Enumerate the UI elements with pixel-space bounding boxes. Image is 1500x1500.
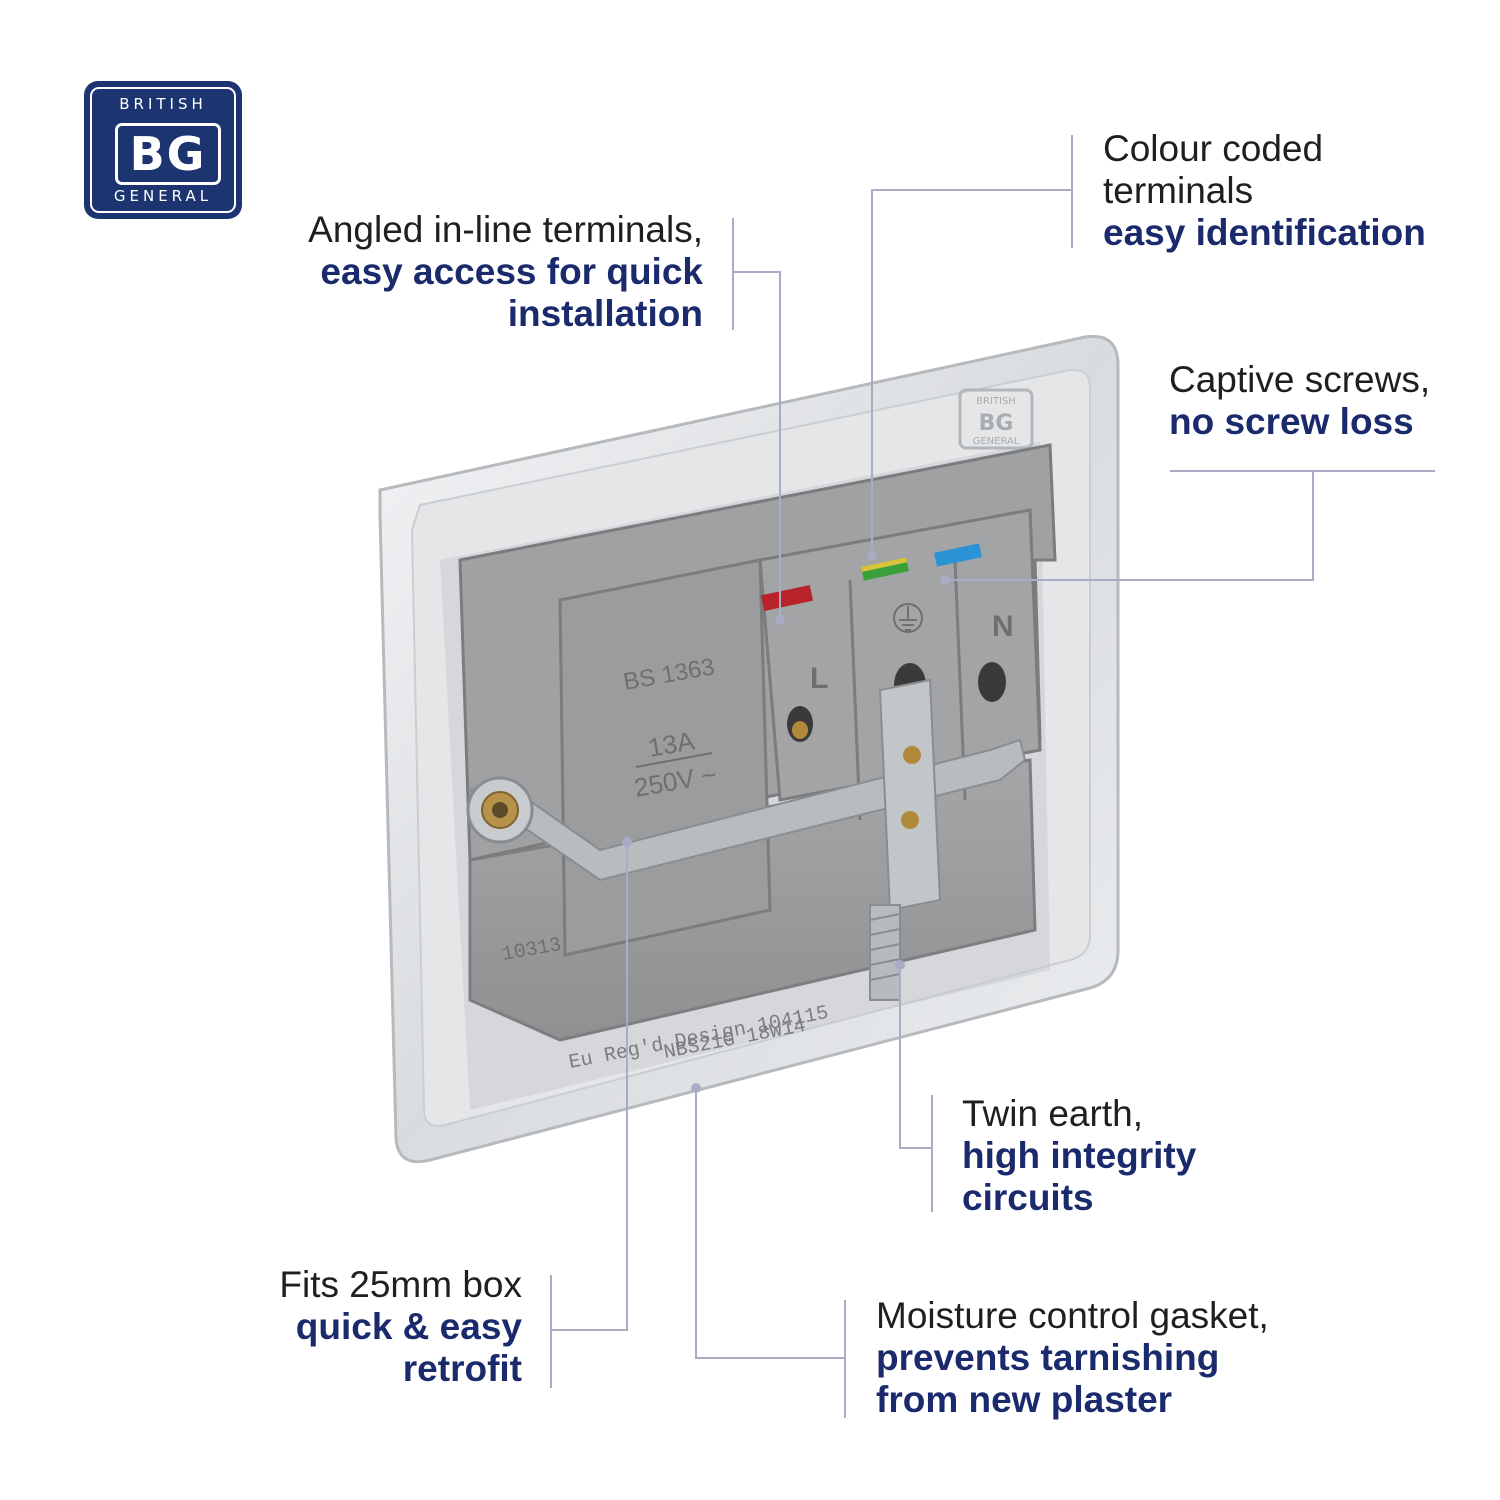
- plate-logo-bottom: GENERAL: [973, 436, 1020, 447]
- callout-twin-earth: Twin earth, high integrity circuits: [962, 1093, 1196, 1219]
- logo-mark: BG: [115, 123, 221, 185]
- callout-highlight: easy access for quick: [320, 251, 703, 292]
- callout-angled-terminals: Angled in-line terminals, easy access fo…: [308, 209, 703, 335]
- logo-top-text: BRITISH: [119, 95, 207, 113]
- callout-highlight: from new plaster: [876, 1379, 1173, 1420]
- callout-highlight: installation: [507, 293, 703, 334]
- neutral-terminal-marker: [934, 543, 982, 567]
- screw-hole-neutral: [978, 662, 1006, 702]
- callout-moisture-gasket: Moisture control gasket, prevents tarnis…: [876, 1295, 1269, 1421]
- callout-line: Captive screws,: [1169, 359, 1431, 400]
- callout-fits-box: Fits 25mm box quick & easy retrofit: [279, 1264, 522, 1390]
- callout-highlight: prevents tarnishing: [876, 1337, 1220, 1378]
- callout-highlight: easy identification: [1103, 212, 1426, 253]
- callout-highlight: retrofit: [402, 1348, 522, 1389]
- callout-line: Fits 25mm box: [279, 1264, 522, 1305]
- callout-captive-screws: Captive screws, no screw loss: [1169, 359, 1430, 443]
- terminal-neutral-label: N: [992, 610, 1014, 643]
- leader-lines: [550, 135, 1435, 1418]
- terminal-live-label: L: [810, 662, 828, 695]
- callout-highlight: quick & easy: [295, 1306, 522, 1347]
- live-terminal-marker: [760, 584, 814, 612]
- callout-line: Colour coded: [1103, 128, 1324, 169]
- logo-bottom-text: GENERAL: [113, 187, 213, 205]
- callout-colour-coded: Colour coded terminals easy identificati…: [1103, 128, 1426, 254]
- callout-line: Moisture control gasket,: [876, 1295, 1269, 1336]
- bg-logo: BRITISH BG GENERAL: [84, 81, 242, 219]
- plate-logo-top: BRITISH: [976, 396, 1016, 407]
- earth-bracket: [878, 678, 942, 912]
- earth-screw: [869, 904, 901, 1001]
- earth-symbol: [893, 603, 923, 633]
- plate-logo-stamp: BRITISH BG GENERAL: [958, 388, 1034, 450]
- callout-line: Twin earth,: [962, 1093, 1143, 1134]
- terminal-block: [758, 508, 1042, 802]
- callout-line: Angled in-line terminals,: [308, 209, 703, 250]
- callout-highlight: circuits: [962, 1177, 1094, 1218]
- callout-highlight: high integrity: [962, 1135, 1197, 1176]
- earth-strap: [467, 738, 1027, 882]
- callout-line: terminals: [1103, 170, 1254, 211]
- plate-logo-mark: BG: [979, 411, 1014, 436]
- leader-dots: [622, 550, 950, 1093]
- callout-highlight: no screw loss: [1169, 401, 1414, 442]
